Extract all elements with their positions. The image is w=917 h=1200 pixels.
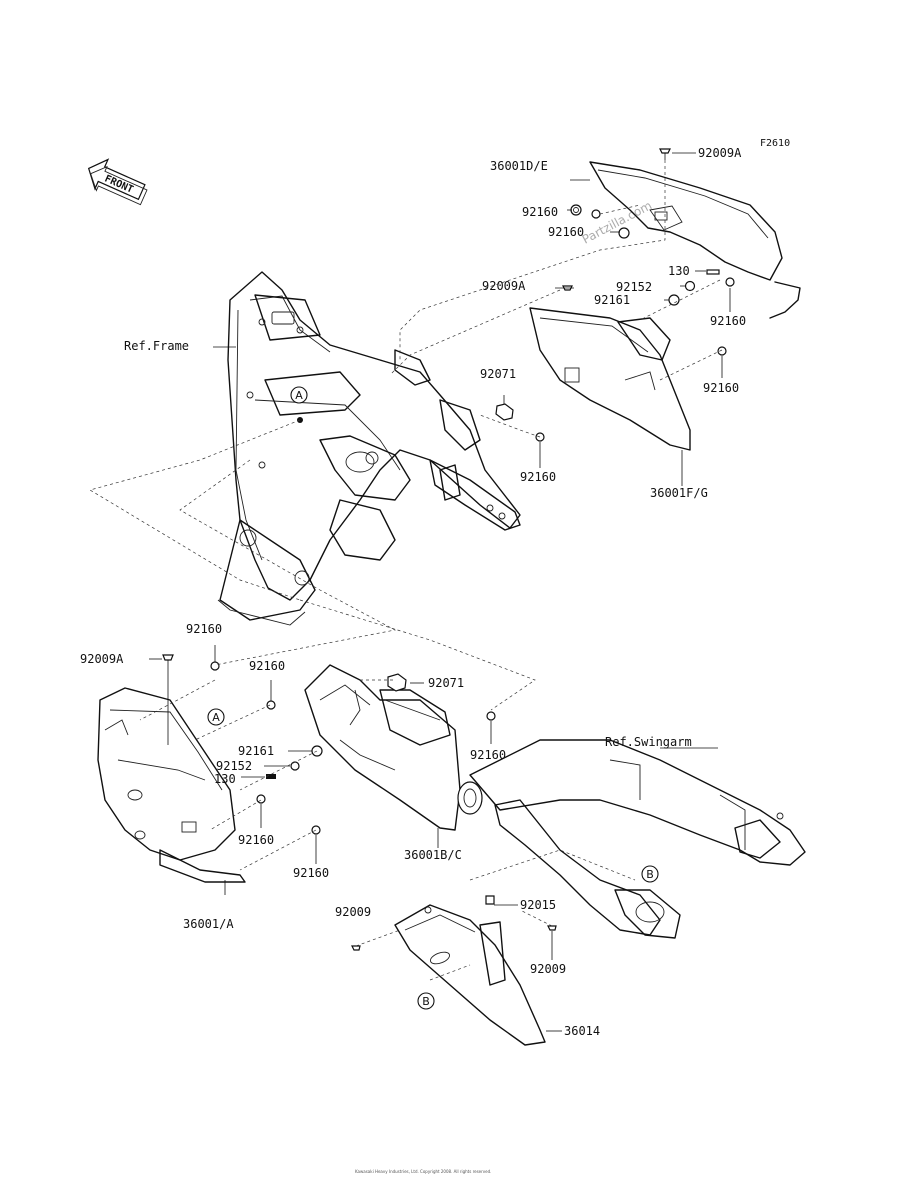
label-92009-right: 92009	[530, 962, 566, 976]
svg-text:A: A	[295, 389, 303, 402]
ref-frame-label: Ref.Frame	[124, 339, 189, 353]
cover-36001A-drawing	[97, 687, 246, 883]
ref-swingarm-label: Ref.Swingarm	[605, 735, 692, 749]
label-92009-left: 92009	[335, 905, 371, 919]
label-92160-j: 92160	[293, 866, 329, 880]
label-92161-mid: 92161	[238, 744, 274, 758]
label-92160-a: 92160	[522, 205, 558, 219]
frame-drawing	[217, 271, 521, 626]
callout-a-upper: A	[290, 386, 308, 404]
footer-note: Kawasaki Heavy Industries, Ltd. Copyrigh…	[355, 1169, 491, 1174]
label-92152-mid: 92152	[216, 759, 252, 773]
label-36001BC: 36001B/C	[404, 848, 462, 862]
label-92009A-left: 92009A	[80, 652, 124, 666]
svg-text:B: B	[422, 995, 430, 1008]
label-92071-mid: 92071	[428, 676, 464, 690]
cover-36001FG-drawing	[529, 307, 691, 451]
svg-text:A: A	[212, 711, 220, 724]
label-36001A: 36001/A	[183, 917, 234, 931]
label-92071-top: 92071	[480, 367, 516, 381]
label-92160-f: 92160	[186, 622, 222, 636]
label-92160-g: 92160	[249, 659, 285, 673]
callout-a-lower: A	[207, 708, 225, 726]
label-92161-top: 92161	[594, 293, 630, 307]
svg-text:B: B	[646, 868, 654, 881]
label-92160-b: 92160	[548, 225, 584, 239]
leader-lines	[89, 152, 731, 1032]
label-92009A-mid: 92009A	[482, 279, 526, 293]
label-36001FG: 36001F/G	[650, 486, 708, 500]
label-92160-c: 92160	[710, 314, 746, 328]
label-92160-e: 92160	[520, 470, 556, 484]
label-92009A-top: 92009A	[698, 146, 742, 160]
callout-b-lower: B	[417, 992, 435, 1010]
cover-36001DE-drawing	[589, 161, 801, 319]
swingarm-drawing	[457, 739, 806, 939]
label-92160-d: 92160	[703, 381, 739, 395]
label-92160-h: 92160	[470, 748, 506, 762]
label-130-mid: 130	[214, 772, 236, 786]
label-36014: 36014	[564, 1024, 600, 1038]
fasteners	[162, 148, 735, 951]
label-92152-top: 92152	[616, 280, 652, 294]
cover-36014-drawing	[394, 904, 546, 1046]
diagram-code: F2610	[760, 138, 790, 149]
label-92160-i: 92160	[238, 833, 274, 847]
label-92015: 92015	[520, 898, 556, 912]
callout-b-upper: B	[641, 865, 659, 883]
label-36001DE: 36001D/E	[490, 159, 548, 173]
label-130-top: 130	[668, 264, 690, 278]
front-arrow-icon: FRONT	[87, 158, 148, 206]
